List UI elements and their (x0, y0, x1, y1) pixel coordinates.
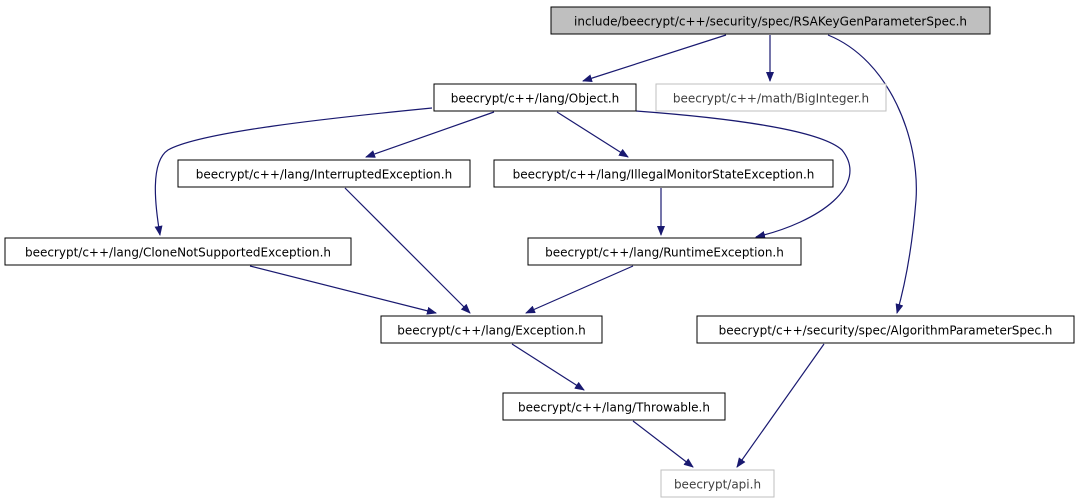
nodes-layer: include/beecrypt/c++/security/spec/RSAKe… (4, 6, 1075, 498)
node-label-api: beecrypt/api.h (674, 478, 761, 492)
node-label-exception: beecrypt/c++/lang/Exception.h (397, 324, 586, 338)
node-label-runtime: beecrypt/c++/lang/RuntimeException.h (545, 246, 784, 260)
node-label-throwable: beecrypt/c++/lang/Throwable.h (518, 401, 710, 415)
node-box-illegalmonitor (493, 159, 834, 188)
edge-object-to-clonenotsupported (154, 107, 433, 236)
node-box-clonenotsupported (4, 237, 352, 266)
node-box-algparam (696, 315, 1075, 344)
edge-exception-to-throwable (511, 343, 585, 391)
node-box-throwable (502, 392, 726, 421)
edge-rsakey-to-object (582, 34, 727, 83)
node-runtime[interactable]: beecrypt/c++/lang/RuntimeException.h (527, 237, 802, 266)
node-api: beecrypt/api.h (660, 469, 775, 498)
node-box-exception (380, 315, 603, 344)
edge-object-to-illegalmonitor (556, 111, 629, 158)
node-throwable[interactable]: beecrypt/c++/lang/Throwable.h (502, 392, 726, 421)
node-label-interrupted: beecrypt/c++/lang/InterruptedException.h (196, 168, 452, 182)
node-biginteger: beecrypt/c++/math/BigInteger.h (655, 83, 887, 112)
node-box-interrupted (177, 159, 471, 188)
node-algparam[interactable]: beecrypt/c++/security/spec/AlgorithmPara… (696, 315, 1075, 344)
edge-object-to-interrupted (365, 111, 495, 158)
node-rsakey[interactable]: include/beecrypt/c++/security/spec/RSAKe… (550, 6, 991, 35)
node-label-clonenotsupported: beecrypt/c++/lang/CloneNotSupportedExcep… (25, 246, 331, 260)
node-exception[interactable]: beecrypt/c++/lang/Exception.h (380, 315, 603, 344)
edge-clonenotsupported-to-exception (249, 265, 437, 315)
node-illegalmonitor[interactable]: beecrypt/c++/lang/IllegalMonitorStateExc… (493, 159, 834, 188)
edge-algparam-to-api (736, 343, 825, 468)
node-label-rsakey: include/beecrypt/c++/security/spec/RSAKe… (574, 15, 967, 29)
edge-runtime-to-exception (525, 265, 634, 314)
edges-layer (154, 34, 917, 468)
node-label-biginteger: beecrypt/c++/math/BigInteger.h (673, 92, 869, 106)
node-label-illegalmonitor: beecrypt/c++/lang/IllegalMonitorStateExc… (513, 168, 815, 182)
node-box-object (433, 83, 637, 112)
edge-interrupted-to-exception (344, 187, 471, 314)
node-label-algparam: beecrypt/c++/security/spec/AlgorithmPara… (719, 324, 1053, 338)
edge-throwable-to-api (632, 420, 694, 468)
node-clonenotsupported[interactable]: beecrypt/c++/lang/CloneNotSupportedExcep… (4, 237, 352, 266)
edge-object-to-runtime (635, 110, 851, 239)
edge-rsakey-to-algparam (827, 34, 917, 314)
node-object[interactable]: beecrypt/c++/lang/Object.h (433, 83, 637, 112)
node-box-runtime (527, 237, 802, 266)
node-box-biginteger (655, 83, 887, 112)
node-box-api (660, 469, 775, 498)
node-box-rsakey (550, 6, 991, 35)
node-label-object: beecrypt/c++/lang/Object.h (451, 92, 620, 106)
node-interrupted[interactable]: beecrypt/c++/lang/InterruptedException.h (177, 159, 471, 188)
